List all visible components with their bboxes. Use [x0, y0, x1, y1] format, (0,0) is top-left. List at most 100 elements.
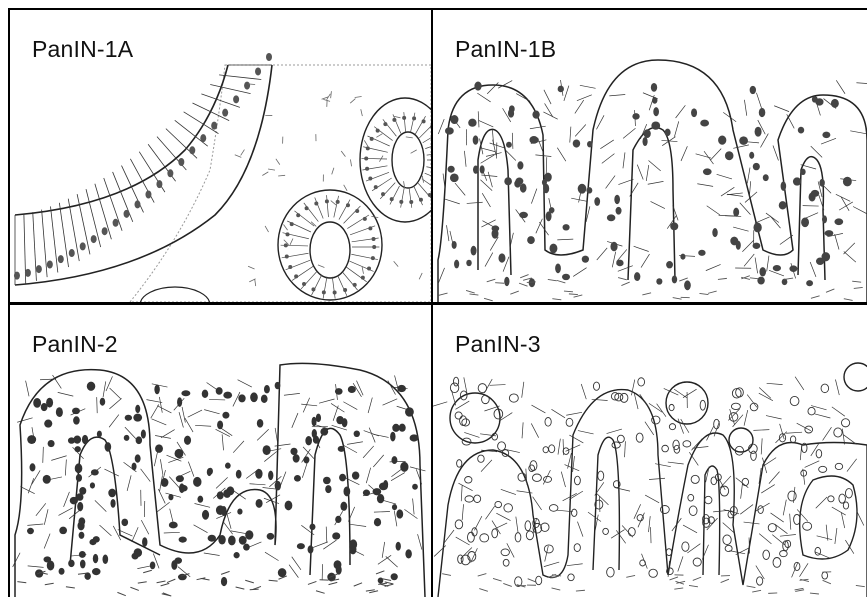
- epithelial-cell-border: [719, 215, 735, 216]
- gland-cell-border: [374, 127, 392, 141]
- cell-nucleus: [145, 191, 151, 199]
- cell-nucleus: [391, 456, 397, 464]
- epithelial-cell-border: [58, 392, 74, 396]
- epithelial-cell-border: [744, 410, 748, 426]
- epithelial-cell-border: [606, 176, 616, 189]
- stromal-cell: [854, 287, 863, 288]
- cell-nucleus: [509, 394, 518, 402]
- epithelial-cell-border: [733, 145, 749, 148]
- cell-nucleus: [399, 424, 406, 432]
- cell-nucleus: [135, 454, 141, 462]
- stromal-cell: [520, 275, 528, 278]
- cell-nucleus: [834, 428, 842, 437]
- cell-nucleus: [402, 116, 406, 120]
- cell-nucleus: [383, 122, 387, 126]
- epithelial-cell-border: [323, 540, 336, 549]
- epithelial-cell-border: [158, 489, 165, 503]
- stromal-cell: [411, 150, 417, 153]
- epithelial-cell-border: [43, 447, 44, 463]
- epithelial-cell-border: [493, 140, 496, 156]
- cell-nucleus: [343, 288, 347, 292]
- stromal-cell: [255, 279, 256, 286]
- cell-nucleus: [397, 385, 406, 392]
- cell-nucleus: [105, 442, 112, 452]
- cell-nucleus: [468, 119, 476, 127]
- epithelial-cell-border: [567, 564, 583, 566]
- epithelial-cell-border: [458, 483, 472, 490]
- epithelial-cell-border: [753, 430, 769, 431]
- cell-nucleus: [801, 217, 809, 227]
- cell-nucleus: [373, 488, 382, 495]
- stromal-cell: [350, 99, 355, 104]
- cell-nucleus: [155, 444, 163, 453]
- stromal-cell: [269, 580, 278, 581]
- epithelial-cell-border: [100, 525, 112, 536]
- cell-nucleus: [47, 260, 53, 268]
- epithelial-cell-border: [59, 508, 73, 516]
- cell-nucleus: [349, 539, 357, 549]
- cell-nucleus: [284, 243, 288, 247]
- cell-nucleus: [68, 437, 75, 443]
- cell-nucleus: [450, 383, 458, 393]
- epithelial-cell-border: [850, 131, 866, 134]
- cell-nucleus: [614, 195, 620, 204]
- epithelial-cell-border: [382, 542, 384, 558]
- stromal-cell: [245, 580, 254, 583]
- cell-nucleus: [323, 477, 331, 484]
- epithelial-cell-border: [113, 172, 133, 222]
- epithelial-cell-border: [480, 180, 492, 191]
- cell-nucleus: [789, 265, 797, 272]
- epithelial-cell-border: [410, 467, 425, 471]
- cell-nucleus: [603, 528, 609, 534]
- stromal-cell: [143, 570, 152, 572]
- cell-nucleus: [506, 142, 512, 148]
- cell-nucleus: [405, 549, 412, 558]
- cell-nucleus: [825, 230, 834, 236]
- epithelial-cell-border: [104, 469, 118, 476]
- stromal-cell: [527, 282, 536, 283]
- epithelial-cell-border: [857, 511, 864, 525]
- stromal-cell: [752, 590, 761, 592]
- epithelial-cell-border: [557, 148, 566, 162]
- cell-nucleus: [798, 127, 804, 134]
- cell-nucleus: [566, 418, 573, 426]
- epithelial-cell-border: [501, 489, 516, 494]
- cell-nucleus: [536, 576, 542, 585]
- epithelial-cell-border: [231, 531, 247, 534]
- cell-nucleus: [218, 535, 225, 545]
- cell-nucleus: [644, 129, 651, 138]
- cell-nucleus: [202, 510, 209, 520]
- epithelial-cell-border: [759, 393, 773, 401]
- stromal-cell: [221, 571, 229, 574]
- cell-nucleus: [27, 528, 34, 534]
- cell-nucleus: [256, 499, 263, 508]
- cell-nucleus: [636, 433, 643, 442]
- cell-nucleus: [816, 450, 822, 458]
- epithelial-cell-border: [152, 384, 168, 387]
- cell-nucleus: [529, 465, 535, 472]
- stromal-cell: [469, 294, 478, 295]
- cell-nucleus: [113, 219, 119, 227]
- cell-nucleus: [757, 277, 764, 285]
- epithelial-cell-border: [486, 153, 502, 157]
- epithelial-cell-border: [634, 393, 638, 409]
- cell-nucleus: [325, 199, 329, 203]
- cell-nucleus: [305, 206, 309, 210]
- illustration-panin-2: [10, 305, 431, 597]
- stromal-cell: [493, 578, 502, 581]
- epithelial-cell-border: [238, 380, 252, 387]
- gland-cell-border: [338, 275, 347, 296]
- epithelial-cell-border: [623, 128, 635, 138]
- cell-nucleus: [353, 283, 357, 287]
- cell-nucleus: [374, 518, 381, 526]
- epithelial-cell-border: [516, 517, 518, 533]
- stromal-cell: [262, 172, 268, 176]
- cell-nucleus: [189, 146, 195, 154]
- epithelial-cell-border: [32, 470, 40, 484]
- epithelial-cell-border: [44, 534, 50, 549]
- cell-nucleus: [568, 574, 574, 581]
- cell-nucleus: [843, 177, 852, 187]
- epithelial-cell-border: [536, 219, 543, 234]
- cell-nucleus: [228, 536, 236, 546]
- epithelial-cell-border: [674, 389, 687, 398]
